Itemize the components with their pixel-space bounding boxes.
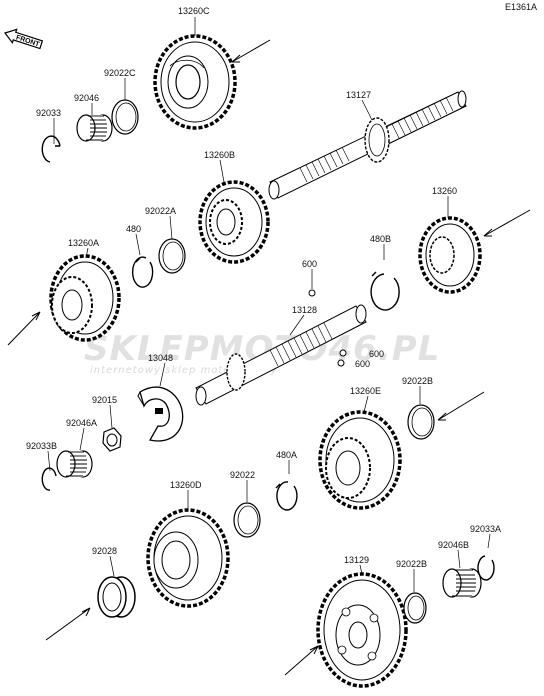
label-92022A: 92022A [145,206,176,216]
label-480: 480 [126,224,141,234]
label-600-b: 600 [369,349,384,359]
label-13260B: 13260B [204,150,235,160]
circlip-92033 [41,135,61,163]
washer-92022A [158,238,186,274]
label-92028: 92028 [92,546,117,556]
ball-600-b [339,349,347,357]
label-92033: 92033 [36,108,61,118]
label-480B: 480B [370,234,391,244]
label-92015: 92015 [92,395,117,405]
label-600-a: 600 [302,259,317,269]
collar-92028 [97,576,136,618]
gear-13129 [316,572,408,688]
needle-bearing-92046 [76,114,113,142]
gear-13260C [153,34,237,130]
label-13129: 13129 [344,555,369,565]
shift-part-13048 [137,386,184,442]
gear-13260D [146,508,230,608]
washer-92022B-top [407,404,435,440]
label-13260E: 13260E [350,386,381,396]
label-92033A: 92033A [470,524,501,534]
label-13260D: 13260D [170,480,202,490]
gear-13260A [49,254,121,342]
drive-shaft-13127 [268,90,467,200]
washer-92022B [403,592,427,624]
leader-lines [47,17,491,592]
gear-13260E [318,410,402,510]
gear-13260 [418,216,482,294]
output-shaft-13128 [195,304,367,406]
label-13260A: 13260A [68,238,99,248]
front-arrow-icon: FRONT [4,28,44,50]
label-92022B-top: 92022B [402,376,433,386]
label-92022C: 92022C [104,68,136,78]
label-480A: 480A [276,450,297,460]
circlip-480B [370,271,400,311]
circlip-92033A [477,555,495,581]
label-92046: 92046 [74,93,99,103]
label-92046A: 92046A [66,418,97,428]
washer-92022C [111,99,139,135]
label-92022B: 92022B [396,559,427,569]
circlip-480 [131,256,154,288]
label-92022: 92022 [230,470,255,480]
label-13260C: 13260C [178,6,210,16]
label-92033B: 92033B [26,441,57,451]
label-13048: 13048 [148,353,173,363]
ball-600-a [308,289,316,297]
diagram-code: E1361A [505,2,537,12]
gear-13260B [198,180,270,264]
ball-600-c [337,359,345,367]
label-13260: 13260 [432,186,457,196]
needle-bearing-92046B [442,568,482,598]
washer-92022 [233,502,261,538]
label-600-c: 600 [355,359,370,369]
watermark-subtext: internetowy sklep motocyklowy [90,365,278,376]
circlip-92033B [41,467,57,491]
assembly-arrows [7,39,531,676]
label-13127: 13127 [346,90,371,100]
nut-92015 [102,427,122,452]
label-13128: 13128 [292,305,317,315]
circlip-480A [275,481,298,511]
label-92046B: 92046B [438,540,469,550]
needle-bearing-92046A [56,450,93,478]
